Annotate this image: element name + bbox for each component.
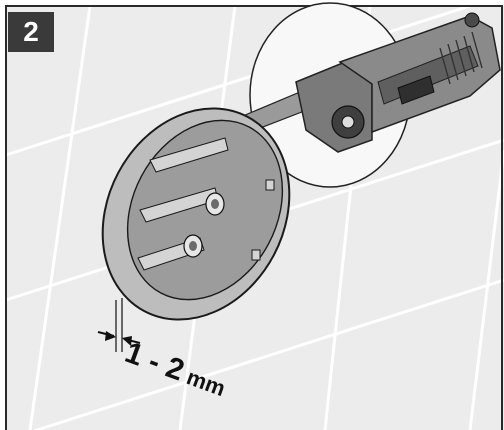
dimension-arrows-icon xyxy=(97,298,141,352)
step-number-badge: 2 xyxy=(8,12,54,52)
circular-cover-icon xyxy=(101,107,291,321)
frame-border xyxy=(5,5,503,430)
oscillating-multitool-icon xyxy=(233,12,501,153)
